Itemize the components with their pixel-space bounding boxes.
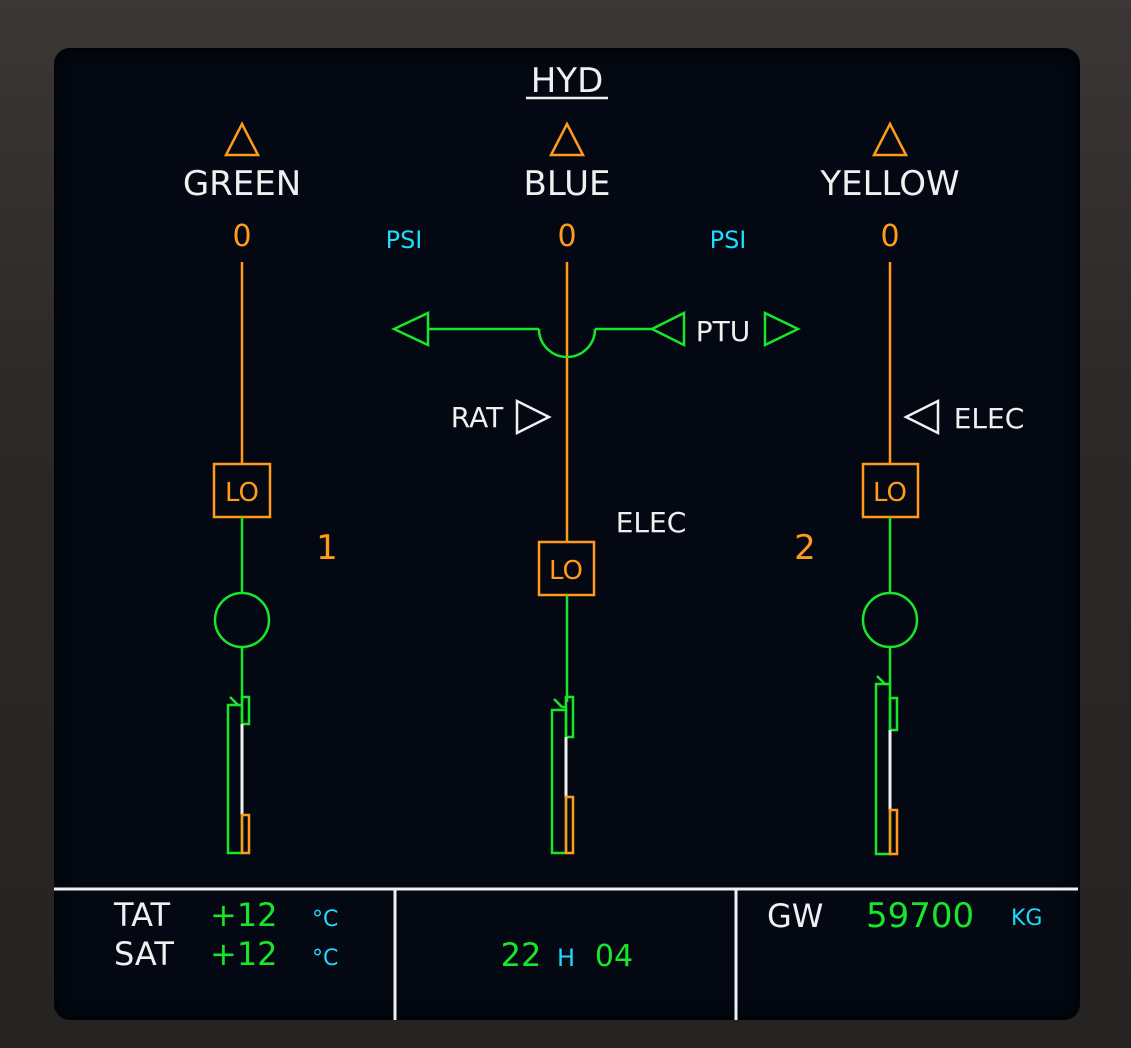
- green-pressure-value: 0: [232, 219, 251, 254]
- tat-unit: °C: [312, 907, 338, 932]
- ptu-inward-arrow-icon: [649, 310, 686, 348]
- ptu-label: PTU: [696, 315, 750, 348]
- engine-1-label: 1: [316, 528, 338, 568]
- green-system: GREEN 0 LO: [183, 121, 301, 855]
- blue-system: BLUE 0 LO: [524, 121, 611, 855]
- green-reservoir-icon: [226, 695, 251, 855]
- gw-unit: KG: [1011, 906, 1042, 931]
- yellow-warning-triangle-icon: [871, 121, 909, 157]
- yellow-system: YELLOW 0 LO: [819, 121, 960, 856]
- clock-minutes: 04: [595, 939, 633, 974]
- blue-warning-triangle-icon: [548, 121, 586, 157]
- yellow-lo-label: LO: [873, 478, 907, 508]
- green-warning-triangle-icon: [223, 121, 261, 157]
- bottom-status-bar: TAT +12 °C SAT +12 °C 22 H 04 GW 59700 K…: [54, 887, 1078, 1020]
- psi-unit-left: PSI: [386, 226, 423, 254]
- rat-arrow-icon: [515, 398, 552, 436]
- ptu-left-arrow-icon: [391, 311, 430, 347]
- sat-unit: °C: [312, 946, 338, 971]
- gw-label: GW: [767, 897, 823, 935]
- blue-system-name: BLUE: [524, 164, 611, 204]
- blue-reservoir-icon: [550, 695, 575, 855]
- green-system-name: GREEN: [183, 164, 301, 204]
- green-engine-pump-icon: [213, 591, 271, 649]
- green-lo-label: LO: [225, 478, 259, 508]
- page-title: HYD: [531, 61, 604, 101]
- ptu-crossover-icon: [537, 328, 597, 359]
- gw-value: 59700: [866, 896, 974, 936]
- tat-value: +12: [210, 896, 278, 934]
- psi-unit-right: PSI: [710, 226, 747, 254]
- tat-label: TAT: [113, 896, 170, 934]
- clock-hours: 22: [501, 936, 542, 974]
- yellow-elec-label: ELEC: [954, 402, 1025, 435]
- yellow-pressure-value: 0: [880, 219, 899, 254]
- hyd-page: HYD GREEN 0 LO 1 PSI PSI BLUE 0 LO: [54, 61, 1078, 1020]
- sat-label: SAT: [114, 935, 174, 973]
- sat-value: +12: [210, 935, 278, 973]
- yellow-engine-pump-icon: [861, 591, 919, 649]
- rat-label: RAT: [451, 401, 504, 434]
- ecam-screen: HYD GREEN 0 LO 1 PSI PSI BLUE 0 LO: [54, 48, 1080, 1020]
- yellow-elec-arrow-icon: [903, 398, 940, 436]
- blue-pressure-value: 0: [557, 219, 576, 254]
- blue-lo-label: LO: [549, 556, 583, 586]
- engine-2-label: 2: [794, 528, 816, 568]
- yellow-reservoir-icon: [874, 675, 899, 856]
- ptu-right-arrow-icon: [763, 311, 801, 347]
- ptu-assembly: PTU: [391, 310, 801, 359]
- clock-h-unit: H: [557, 944, 575, 972]
- blue-elec-label: ELEC: [616, 506, 687, 539]
- yellow-system-name: YELLOW: [819, 164, 959, 204]
